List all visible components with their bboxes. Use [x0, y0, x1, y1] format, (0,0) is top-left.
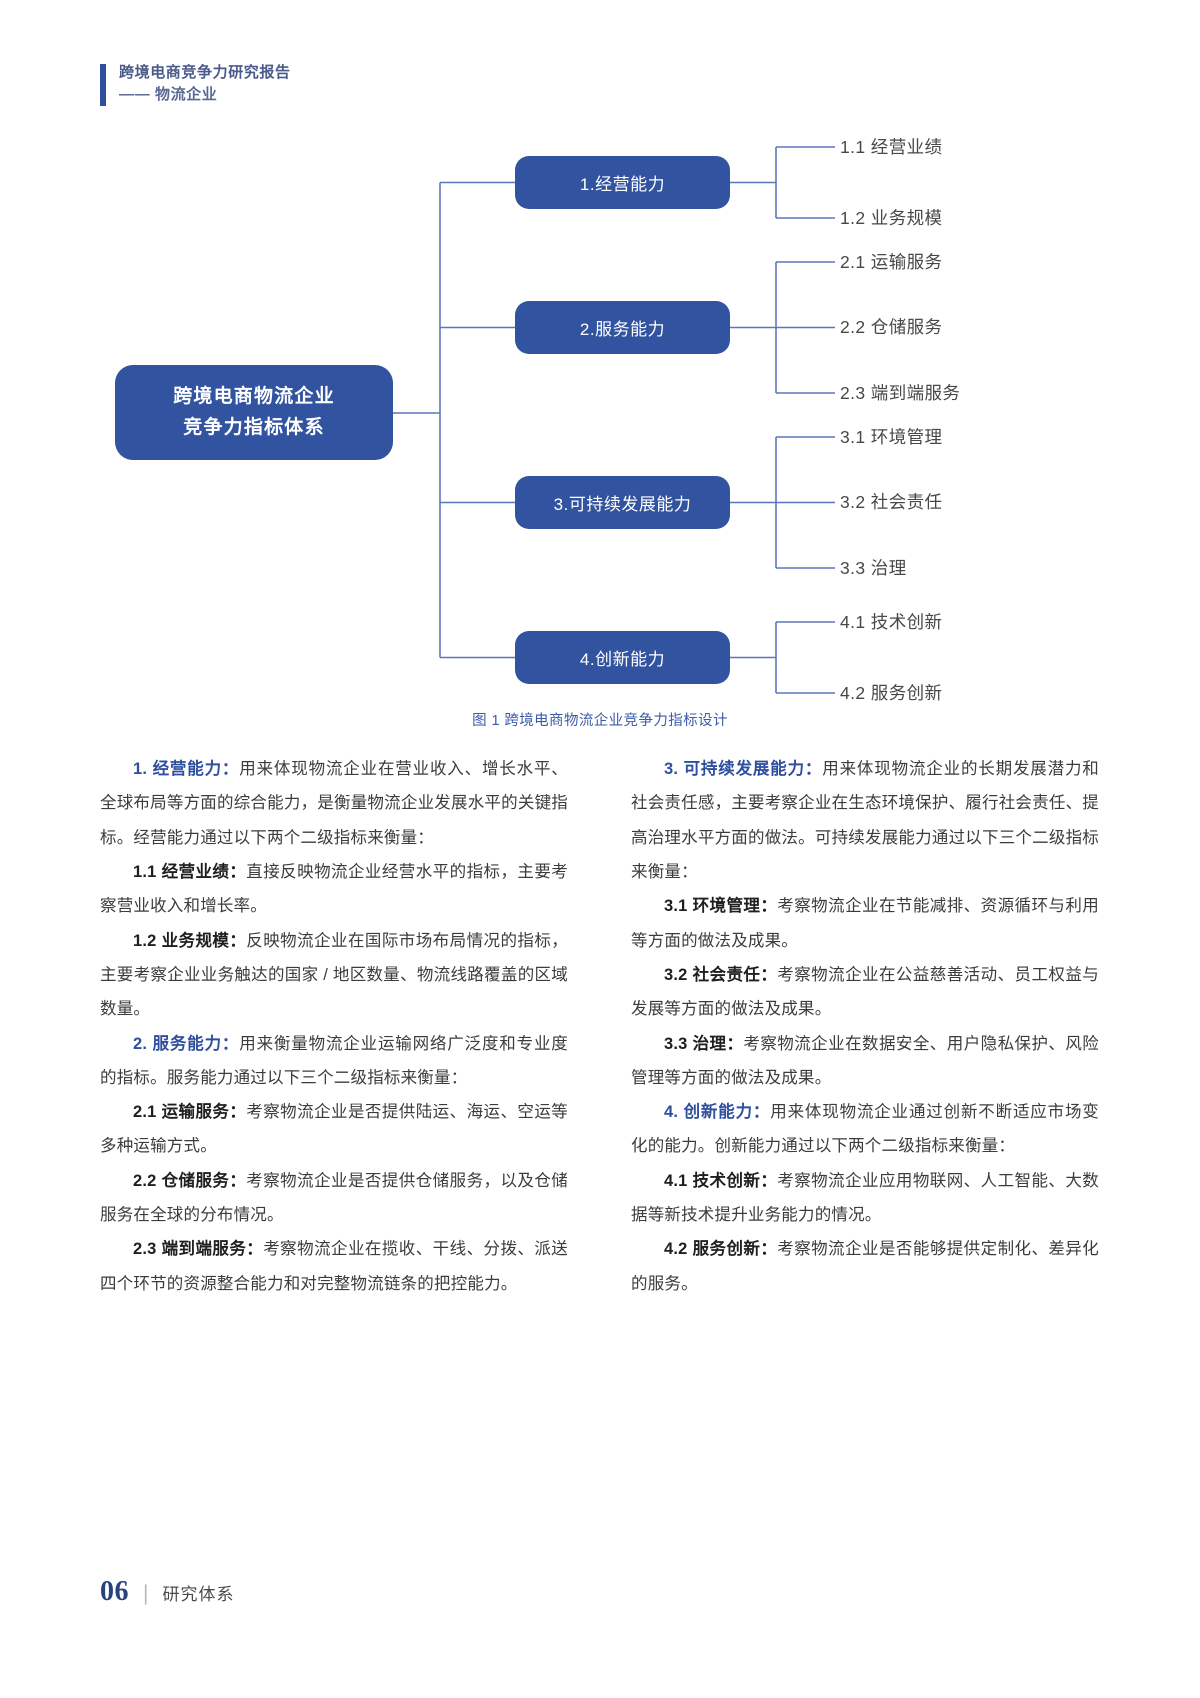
left-column-paragraph: 2.1 运输服务：考察物流企业是否提供陆运、海运、空运等多种运输方式。 — [100, 1095, 568, 1164]
right-text-column: 3. 可持续发展能力：用来体现物流企业的长期发展潜力和社会责任感，主要考察企业在… — [631, 752, 1099, 1301]
diagram-leaf-4-1: 4.1 技术创新 — [840, 612, 943, 632]
paragraph-lead-label: 1.2 业务规模： — [133, 931, 247, 950]
diagram-branch-node-2: 2.服务能力 — [515, 301, 730, 354]
diagram-leaf-3-3: 3.3 治理 — [840, 558, 907, 578]
right-column-paragraph: 4. 创新能力：用来体现物流企业通过创新不断适应市场变化的能力。创新能力通过以下… — [631, 1095, 1099, 1164]
diagram-leaf-2-1: 2.1 运输服务 — [840, 252, 943, 272]
diagram-leaf-1-2: 1.2 业务规模 — [840, 208, 943, 228]
paragraph-body-text: 考察物流企业是否提供仓储服务，以及仓储服务在全球的分布情况。 — [100, 1171, 568, 1225]
diagram-branch-node-4: 4.创新能力 — [515, 631, 730, 684]
paragraph-lead-label: 2.2 仓储服务： — [133, 1171, 247, 1190]
paragraph-body-text: 反映物流企业在国际市场布局情况的指标，主要考察企业业务触达的国家 / 地区数量、… — [100, 931, 568, 1019]
left-column-paragraph: 1.1 经营业绩：直接反映物流企业经营水平的指标，主要考察营业收入和增长率。 — [100, 855, 568, 924]
branch-node-label: 1.经营能力 — [579, 175, 666, 194]
page-header: 跨境电商竞争力研究报告 —— 物流企业 — [100, 62, 291, 106]
left-column-paragraph: 1.2 业务规模：反映物流企业在国际市场布局情况的指标，主要考察企业业务触达的国… — [100, 924, 568, 1027]
paragraph-body-text: 考察物流企业在数据安全、用户隐私保护、风险管理等方面的做法及成果。 — [631, 1034, 1100, 1087]
diagram-leaf-4-2: 4.2 服务创新 — [840, 683, 943, 703]
paragraph-lead-label: 4.1 技术创新： — [664, 1171, 778, 1190]
page-footer: 06 | 研究体系 — [100, 1576, 234, 1608]
diagram-branch-node-1: 1.经营能力 — [515, 156, 730, 209]
branch-node-label: 3.可持续发展能力 — [553, 495, 692, 514]
paragraph-body-text: 用来体现物流企业的长期发展潜力和社会责任感，主要考察企业在生态环境保护、履行社会… — [631, 760, 1099, 881]
left-column-paragraph: 1. 经营能力：用来体现物流企业在营业收入、增长水平、全球布局等方面的综合能力，… — [100, 752, 568, 855]
root-node-line-2: 竞争力指标体系 — [183, 416, 325, 438]
paragraph-lead-label: 1. 经营能力： — [133, 760, 240, 778]
paragraph-body-text: 考察物流企业是否提供陆运、海运、空运等多种运输方式。 — [100, 1103, 568, 1156]
diagram-leaf-3-2: 3.2 社会责任 — [840, 492, 943, 512]
right-column-paragraph: 3. 可持续发展能力：用来体现物流企业的长期发展潜力和社会责任感，主要考察企业在… — [631, 752, 1099, 889]
right-column-paragraph: 3.2 社会责任：考察物流企业在公益慈善活动、员工权益与发展等方面的做法及成果。 — [631, 958, 1099, 1027]
page-number: 06 — [100, 1576, 129, 1607]
branch-node-label: 4.创新能力 — [579, 650, 666, 669]
diagram-leaf-2-2: 2.2 仓储服务 — [840, 317, 943, 337]
paragraph-body-text: 考察物流企业是否能够提供定制化、差异化的服务。 — [631, 1240, 1099, 1293]
footer-section-label: 研究体系 — [162, 1585, 235, 1604]
paragraph-body-text: 用来体现物流企业在营业收入、增长水平、全球布局等方面的综合能力，是衡量物流企业发… — [100, 760, 568, 847]
indicator-tree-diagram: 跨境电商物流企业 竞争力指标体系 1.经营能力 2.服务能力 3.可持续发展能力… — [100, 125, 1100, 715]
paragraph-lead-label: 3.3 治理： — [664, 1034, 744, 1053]
paragraph-body-text: 用来衡量物流企业运输网络广泛度和专业度的指标。服务能力通过以下三个二级指标来衡量… — [100, 1034, 568, 1087]
paragraph-body-text: 考察物流企业在节能减排、资源循环与利用等方面的做法及成果。 — [631, 897, 1099, 950]
left-text-column: 1. 经营能力：用来体现物流企业在营业收入、增长水平、全球布局等方面的综合能力，… — [100, 752, 568, 1301]
right-column-paragraph: 3.3 治理：考察物流企业在数据安全、用户隐私保护、风险管理等方面的做法及成果。 — [631, 1027, 1099, 1096]
diagram-connector-lines — [393, 146, 835, 694]
body-columns: 1. 经营能力：用来体现物流企业在营业收入、增长水平、全球布局等方面的综合能力，… — [100, 752, 1100, 1301]
paragraph-body-text: 考察物流企业在揽收、干线、分拨、派送四个环节的资源整合能力和对完整物流链条的把控… — [100, 1240, 568, 1293]
branch-node-label: 2.服务能力 — [579, 320, 666, 339]
diagram-leaf-3-1: 3.1 环境管理 — [840, 427, 943, 447]
paragraph-lead-label: 2.1 运输服务： — [133, 1103, 247, 1122]
left-column-paragraph: 2.2 仓储服务：考察物流企业是否提供仓储服务，以及仓储服务在全球的分布情况。 — [100, 1164, 568, 1233]
paragraph-lead-label: 3.2 社会责任： — [664, 965, 778, 984]
paragraph-lead-label: 4.2 服务创新： — [664, 1240, 778, 1259]
paragraph-body-text: 直接反映物流企业经营水平的指标，主要考察营业收入和增长率。 — [100, 862, 568, 916]
diagram-leaf-1-1: 1.1 经营业绩 — [840, 137, 943, 157]
paragraph-lead-label: 1.1 经营业绩： — [133, 862, 247, 881]
right-column-paragraph: 3.1 环境管理：考察物流企业在节能减排、资源循环与利用等方面的做法及成果。 — [631, 889, 1099, 958]
left-column-paragraph: 2. 服务能力：用来衡量物流企业运输网络广泛度和专业度的指标。服务能力通过以下三… — [100, 1027, 568, 1096]
paragraph-lead-label: 3. 可持续发展能力： — [664, 760, 823, 778]
right-column-paragraph: 4.2 服务创新：考察物流企业是否能够提供定制化、差异化的服务。 — [631, 1232, 1099, 1301]
paragraph-lead-label: 2. 服务能力： — [133, 1034, 240, 1053]
figure-caption: 图 1 跨境电商物流企业竞争力指标设计 — [472, 713, 728, 729]
footer-separator: | — [143, 1582, 149, 1605]
paragraph-body-text: 考察物流企业在公益慈善活动、员工权益与发展等方面的做法及成果。 — [631, 965, 1099, 1019]
report-subtitle: —— 物流企业 — [119, 85, 218, 103]
paragraph-body-text: 考察物流企业应用物联网、人工智能、大数据等新技术提升业务能力的情况。 — [631, 1171, 1099, 1225]
root-node-line-1: 跨境电商物流企业 — [173, 386, 335, 408]
diagram-branch-node-3: 3.可持续发展能力 — [515, 476, 730, 529]
paragraph-lead-label: 4. 创新能力： — [664, 1103, 771, 1122]
paragraph-lead-label: 2.3 端到端服务： — [133, 1240, 264, 1259]
diagram-root-node: 跨境电商物流企业 竞争力指标体系 — [115, 365, 393, 460]
header-text-block: 跨境电商竞争力研究报告 —— 物流企业 — [119, 62, 291, 106]
diagram-leaf-2-3: 2.3 端到端服务 — [840, 383, 961, 403]
paragraph-body-text: 用来体现物流企业通过创新不断适应市场变化的能力。创新能力通过以下两个二级指标来衡… — [631, 1103, 1099, 1156]
header-accent-bar — [100, 64, 106, 106]
paragraph-lead-label: 3.1 环境管理： — [664, 897, 778, 916]
right-column-paragraph: 4.1 技术创新：考察物流企业应用物联网、人工智能、大数据等新技术提升业务能力的… — [631, 1164, 1099, 1233]
report-title: 跨境电商竞争力研究报告 — [119, 64, 291, 81]
left-column-paragraph: 2.3 端到端服务：考察物流企业在揽收、干线、分拨、派送四个环节的资源整合能力和… — [100, 1232, 568, 1301]
